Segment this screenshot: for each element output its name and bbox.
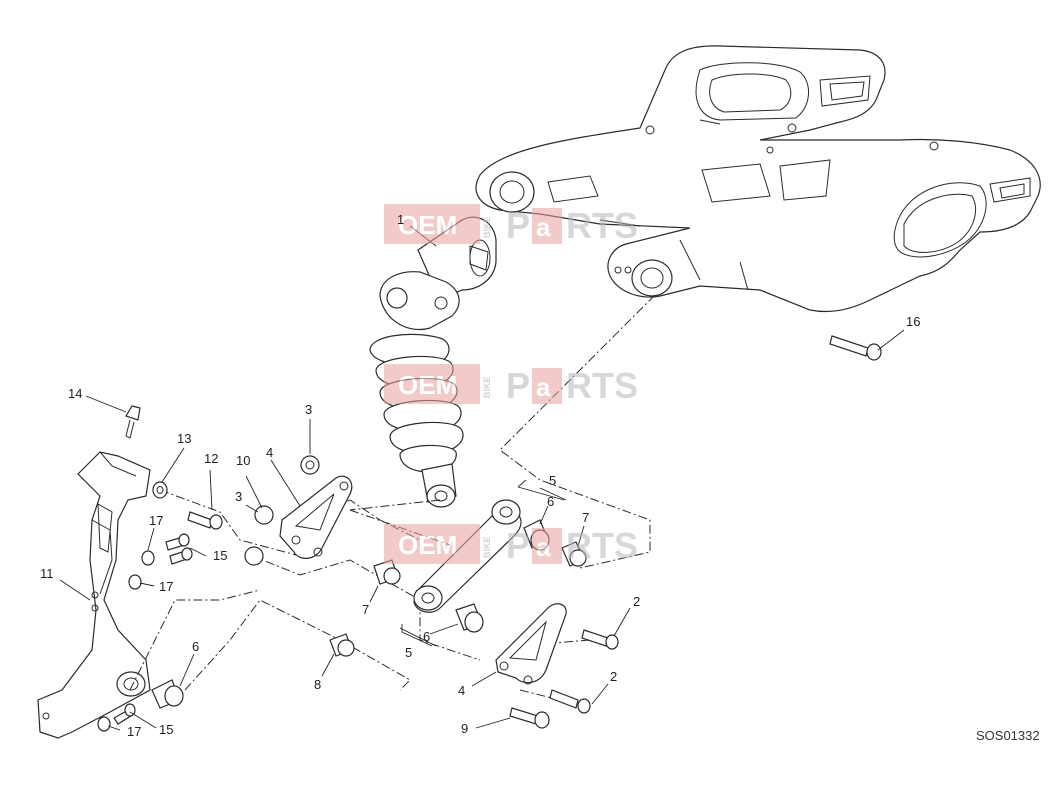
callout-4: 4: [458, 683, 465, 698]
shock-absorber: [369, 216, 497, 508]
small-parts: [97, 335, 882, 732]
watermark-bike: BIKE: [482, 536, 492, 558]
callouts: 1 2 2 3 3 4 4 5 5 6 6 6 7 7 8 9 10 11 12…: [40, 212, 920, 739]
callout-3: 3: [305, 402, 312, 417]
callout-7: 7: [582, 510, 589, 525]
callout-7: 7: [362, 602, 369, 617]
watermark-rts: RTS: [566, 525, 638, 566]
watermark-oem: OEM: [398, 370, 457, 400]
callout-5: 5: [549, 473, 556, 488]
callout-6: 6: [192, 639, 199, 654]
callout-6: 6: [423, 629, 430, 644]
watermark-oem: OEM: [398, 210, 457, 240]
callout-2: 2: [610, 669, 617, 684]
callout-3: 3: [235, 489, 242, 504]
frame-bracket: [37, 451, 151, 739]
callout-8: 8: [314, 677, 321, 692]
watermark-rts: RTS: [566, 205, 638, 246]
watermark-p: P: [506, 365, 530, 406]
watermark-rts: RTS: [566, 365, 638, 406]
watermark-bike: BIKE: [482, 216, 492, 238]
callout-9: 9: [461, 721, 468, 736]
watermark-p: P: [506, 525, 530, 566]
watermark-a: a: [536, 372, 551, 402]
callout-16: 16: [906, 314, 920, 329]
watermarks: OEM BIKE P a RTS OEM BIKE P a RTS OEM BI…: [384, 204, 638, 566]
callout-15: 15: [213, 548, 227, 563]
watermark-a: a: [536, 212, 551, 242]
watermark-p: P: [506, 205, 530, 246]
callout-11: 11: [40, 566, 54, 581]
leader-lines: [59, 225, 905, 731]
callout-14: 14: [68, 386, 82, 401]
callout-17: 17: [159, 579, 173, 594]
callout-4: 4: [266, 445, 273, 460]
watermark-bike: BIKE: [482, 376, 492, 398]
callout-13: 13: [177, 431, 191, 446]
callout-1: 1: [397, 212, 404, 227]
callout-2: 2: [633, 594, 640, 609]
watermark-oem: OEM: [398, 530, 457, 560]
callout-5: 5: [405, 645, 412, 660]
callout-12: 12: [204, 451, 218, 466]
drawing-code: SOS01332: [976, 728, 1040, 743]
callout-6: 6: [547, 494, 554, 509]
callout-10: 10: [236, 453, 250, 468]
callout-17: 17: [127, 724, 141, 739]
callout-17: 17: [149, 513, 163, 528]
callout-15: 15: [159, 722, 173, 737]
swingarm: [475, 45, 1041, 313]
watermark-a: a: [536, 532, 551, 562]
